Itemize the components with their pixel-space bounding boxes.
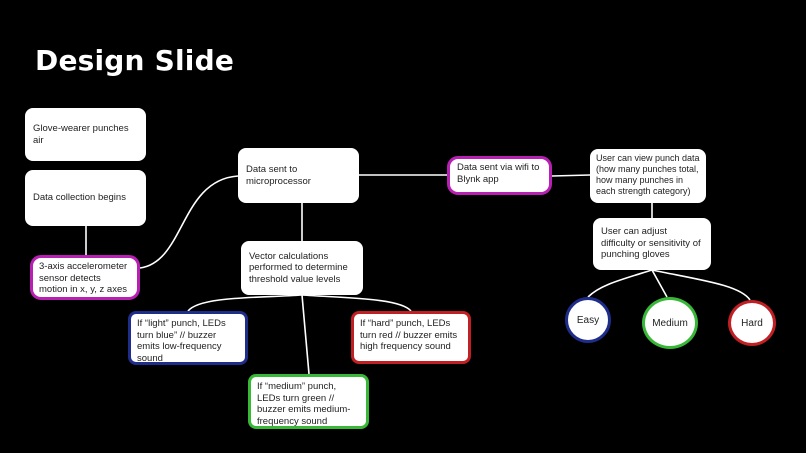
connector-adjust-to-medium xyxy=(651,269,668,298)
node-data-sent-micro: Data sent to microprocessor xyxy=(238,148,359,203)
node-vector-calculations: Vector calculations performed to determi… xyxy=(241,241,363,295)
connector-vector-to-hard xyxy=(301,294,412,312)
option-medium: Medium xyxy=(642,297,698,349)
node-accelerometer: 3-axis accelerometer sensor detects moti… xyxy=(30,255,140,300)
node-medium-punch: If “medium” punch, LEDs turn green // bu… xyxy=(248,374,369,429)
node-glove-punches: Glove-wearer punches air xyxy=(25,108,146,161)
connector-adjust-to-hard xyxy=(651,269,751,301)
node-data-collection: Data collection begins xyxy=(25,170,146,226)
node-view-punch-data: User can view punch data (how many punch… xyxy=(590,149,706,203)
connector-accel-to-micro xyxy=(139,175,239,269)
connector-adjust-to-easy xyxy=(587,269,653,298)
option-hard: Hard xyxy=(728,300,776,346)
node-hard-punch: If “hard” punch, LEDs turn red // buzzer… xyxy=(351,311,471,364)
node-light-punch: If “light” punch, LEDs turn blue” // buz… xyxy=(128,311,248,365)
connector-wifi-to-view xyxy=(551,174,591,177)
option-easy: Easy xyxy=(565,297,611,343)
connector-vector-to-light xyxy=(187,294,303,312)
slide-title: Design Slide xyxy=(35,44,235,77)
node-adjust-difficulty: User can adjust difficulty or sensitivit… xyxy=(593,218,711,270)
connector-vector-to-medium xyxy=(301,294,310,375)
node-wifi-blynk: Data sent via wifi to Blynk app xyxy=(447,156,552,195)
